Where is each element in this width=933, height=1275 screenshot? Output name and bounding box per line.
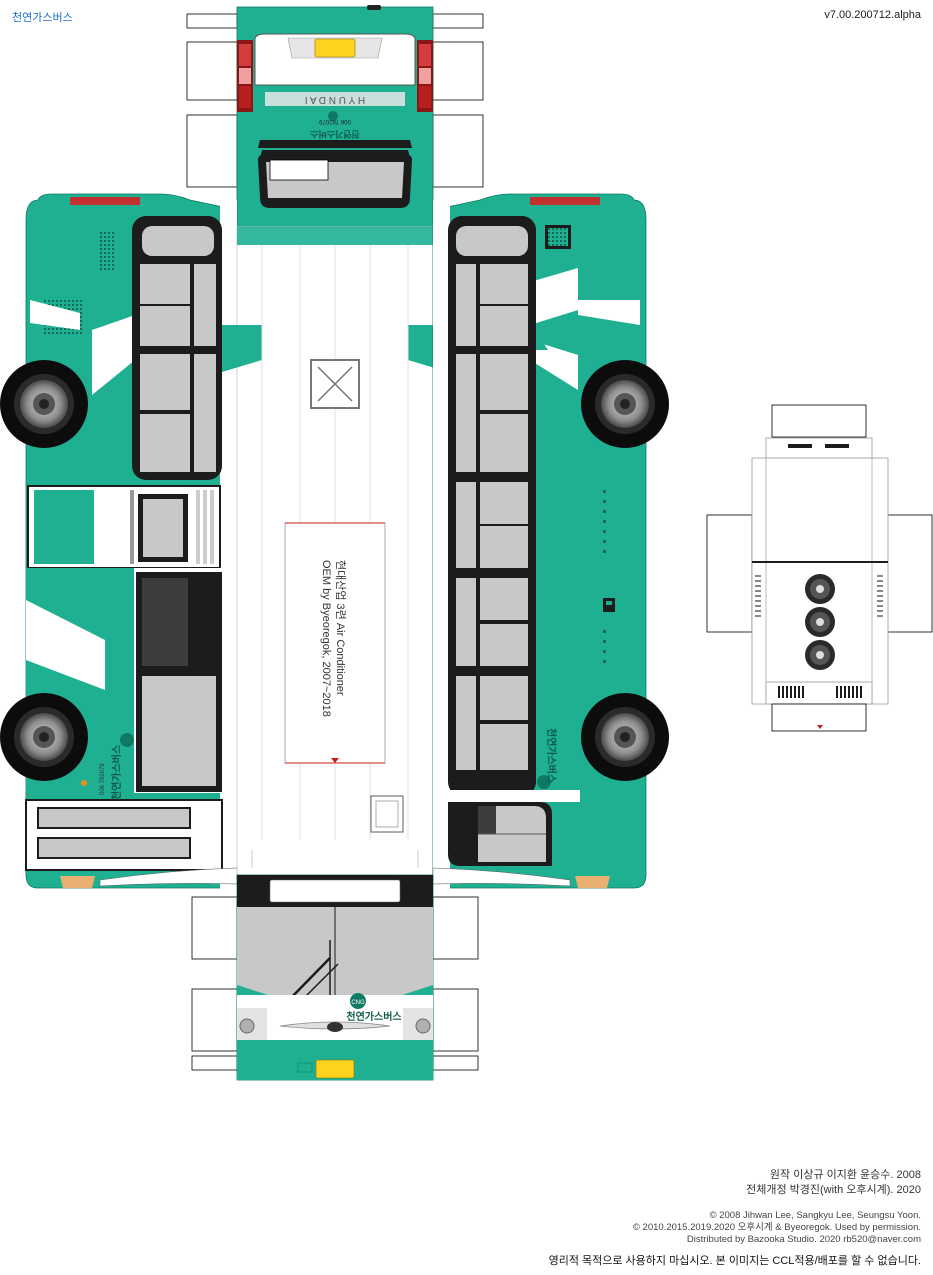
- revision-label: 전체개정: [746, 1184, 787, 1196]
- front-license-plate: [315, 1059, 355, 1079]
- distribution-line: Distributed by Bazooka Studio. 2020 rb52…: [686, 1234, 921, 1245]
- roof-panel: 현대산업 3련 Air Conditioner OEM by Byeoregok…: [222, 226, 448, 876]
- revision-names: 박경진(with 오후시계). 2020: [789, 1184, 921, 1196]
- rear-glue-tabs: [186, 13, 484, 188]
- ac-unit-label-1: 현대산업 3련 Air Conditioner: [334, 560, 347, 696]
- ac-fan-3: [805, 640, 835, 670]
- app-title: 천연가스버스: [12, 12, 73, 24]
- roof-ac-unit: [284, 522, 386, 764]
- front-destination-sign: [269, 879, 401, 903]
- original-names: 이상규 이지환 윤승수. 2008: [793, 1169, 921, 1181]
- ac-unit-net: [706, 404, 933, 732]
- right-side-panel: 천연가스버스: [432, 193, 647, 890]
- svg-text:천연가스버스: 천연가스버스: [110, 745, 123, 800]
- left-front-wheel: [0, 360, 88, 448]
- front-brand-text: 천연가스버스: [346, 1010, 401, 1023]
- svg-text:006 782079: 006 782079: [100, 763, 106, 795]
- ac-unit-label-2: OEM by Byeoregok, 2007~2018: [320, 560, 332, 717]
- rear-face: H Y U N D A I 006 782079 천연가스버스: [236, 5, 434, 228]
- ac-fan-1: [805, 574, 835, 604]
- revision-credit: 전체개정 박경진(with 오후시계). 2020: [746, 1181, 921, 1197]
- original-label: 원작: [769, 1169, 791, 1181]
- usage-notice: 영리적 목적으로 사용하지 마십시오. 본 이미지는 CCL적용/배포를 할 수…: [548, 1255, 921, 1267]
- right-front-wheel: [581, 360, 669, 448]
- version-label: v7.00.200712.alpha: [824, 9, 921, 21]
- front-face: CNG 천연가스버스: [236, 874, 434, 1081]
- right-rear-wheel: [581, 693, 669, 781]
- left-rear-wheel: [0, 693, 88, 781]
- svg-text:H Y U N D A I: H Y U N D A I: [305, 94, 365, 105]
- svg-text:006 782079: 006 782079: [318, 118, 350, 124]
- cng-badge: CNG: [351, 1000, 365, 1006]
- original-credit: 원작 이상규 이지환 윤승수. 2008: [770, 1166, 921, 1182]
- left-side-panel: 천연가스버스 006 782079: [25, 193, 238, 890]
- copyright-line-1: © 2008 Jihwan Lee, Sangkyu Lee, Seungsu …: [709, 1210, 921, 1221]
- copyright-line-2: © 2010.2015.2019.2020 오후시계 & Byeoregok. …: [632, 1222, 921, 1233]
- copyright-block: © 2008 Jihwan Lee, Sangkyu Lee, Seungsu …: [633, 1210, 921, 1246]
- svg-text:천연가스버스: 천연가스버스: [545, 728, 558, 783]
- ac-fan-2: [805, 607, 835, 637]
- rear-license-plate: [314, 38, 356, 58]
- svg-text:천연가스버스: 천연가스버스: [309, 129, 359, 140]
